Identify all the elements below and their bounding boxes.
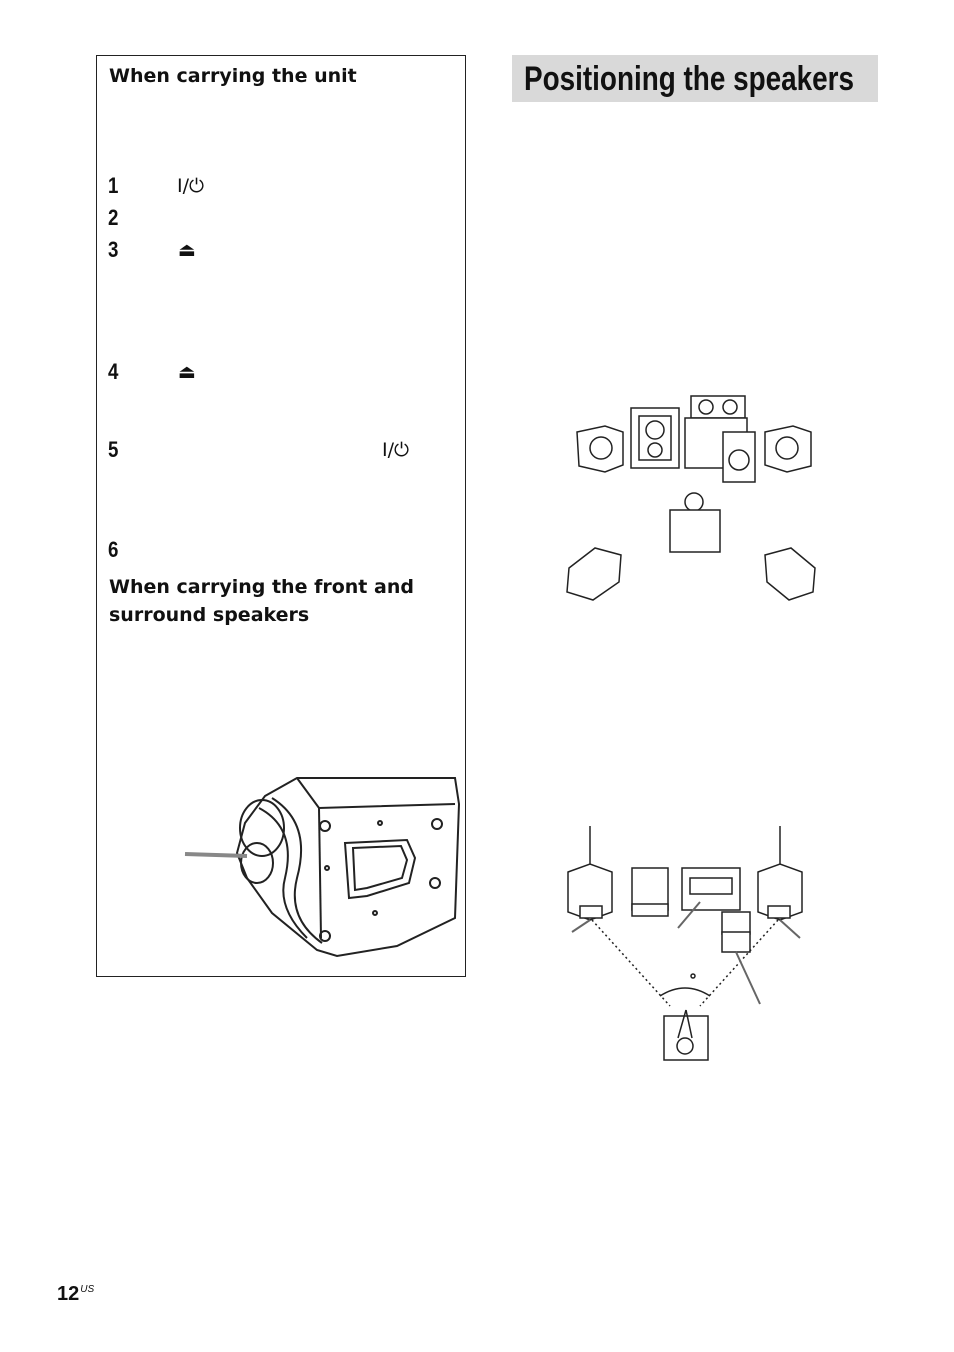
section-title-bar: Positioning the speakers	[512, 55, 878, 102]
speaker-carry-illustration	[184, 777, 461, 958]
power-symbol-icon: I/⏻	[382, 439, 410, 461]
step-5-number: 5	[108, 437, 119, 462]
step-1-number: 1	[108, 173, 119, 198]
step-6-number: 6	[108, 537, 119, 562]
heading-carrying-speakers: When carrying the front and surround spe…	[109, 576, 414, 626]
speaker-layout-illustration	[566, 395, 816, 601]
step-4-number: 4	[108, 359, 119, 384]
step-3-number: 3	[108, 237, 119, 262]
carrying-instructions-box: When carrying the unit 1 I/⏻ 2 3 ⏏ 4 ⏏ 5…	[96, 55, 466, 977]
heading-carrying-unit: When carrying the unit	[109, 65, 357, 87]
speaker-angle-diagram	[567, 826, 803, 1061]
step-2-number: 2	[108, 205, 119, 230]
page-number: 12US	[57, 1283, 95, 1305]
eject-symbol-icon: ⏏	[178, 239, 196, 261]
power-symbol-icon: I/⏻	[177, 175, 205, 197]
eject-symbol-icon: ⏏	[178, 361, 196, 383]
section-title: Positioning the speakers	[524, 60, 855, 98]
